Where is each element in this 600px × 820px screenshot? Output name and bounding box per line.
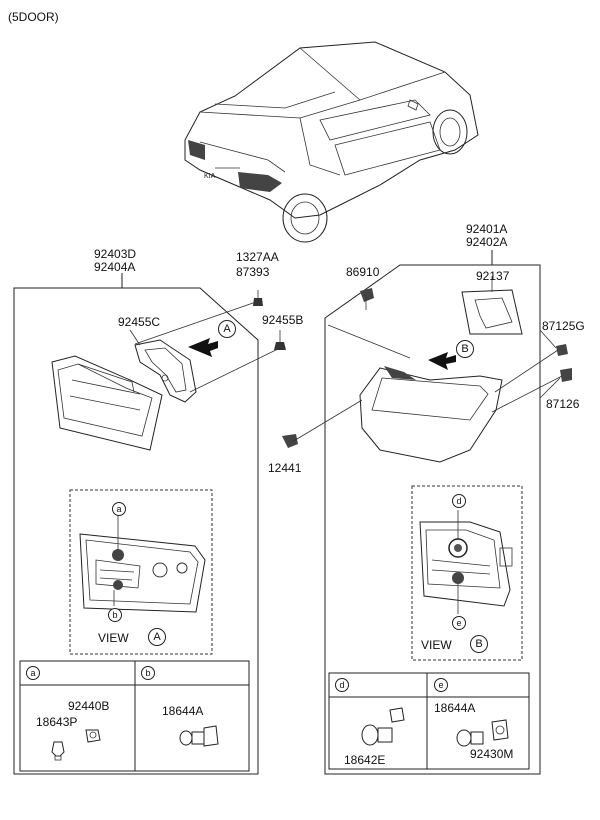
- arrow-b: [428, 352, 456, 370]
- left-screw: [253, 298, 263, 306]
- view-b-arrow-marker: B: [456, 340, 474, 358]
- part-label-18642e: 18642E: [344, 753, 386, 767]
- legend-key-a: a: [26, 666, 40, 680]
- left-part-number-2: 92404A: [94, 260, 136, 274]
- bulb-18642e: [361, 707, 405, 746]
- clip-label-86910: 86910: [346, 265, 380, 279]
- gasket-label-92137: 92137: [476, 269, 510, 283]
- socket-92430m: [491, 719, 509, 741]
- view-a-callout-b: b: [108, 608, 122, 622]
- nut-label-87126: 87126: [546, 397, 580, 411]
- view-a-box: [69, 489, 213, 655]
- nut-87126: [560, 368, 572, 382]
- gasket-label-92455c: 92455C: [118, 315, 161, 329]
- right-legend-table: [328, 672, 530, 770]
- screw-label-1327aa: 1327AA: [236, 250, 279, 264]
- screw-label-87393: 87393: [236, 265, 270, 279]
- view-b-box: [411, 485, 523, 661]
- bulb-18644a-left: [179, 725, 219, 747]
- bolt-12441: [282, 434, 298, 448]
- bulb-18643p: [51, 741, 65, 761]
- part-label-18644a-left: 18644A: [162, 704, 204, 718]
- clip-86910: [360, 288, 374, 302]
- variant-label: (5DOOR): [8, 10, 59, 24]
- left-legend-table: [19, 660, 250, 772]
- left-inner-lamp: [51, 355, 163, 451]
- bulb-18644a-right: [456, 729, 484, 747]
- view-a-drawing: [79, 533, 206, 613]
- right-panel-frame: [324, 250, 541, 775]
- view-b-callout-e: e: [452, 616, 466, 630]
- part-label-92430m: 92430M: [470, 747, 514, 761]
- view-b-ref: B: [470, 635, 488, 653]
- right-tail-lamp: [359, 366, 503, 463]
- view-b-word: VIEW: [421, 638, 452, 652]
- bolt-label-12441: 12441: [268, 461, 302, 475]
- view-a-ref: A: [148, 628, 166, 646]
- nut-label-87125g: 87125G: [542, 319, 585, 333]
- view-a-arrow-marker: A: [218, 320, 236, 338]
- svg-text:KIA: KIA: [204, 173, 216, 180]
- car-illustration: KIA: [184, 41, 479, 243]
- socket-92440b: [85, 729, 101, 743]
- legend-key-d: d: [335, 678, 349, 692]
- view-a-word: VIEW: [98, 631, 129, 645]
- view-a-callout-a: a: [112, 502, 126, 516]
- view-b-callout-d: d: [452, 494, 466, 508]
- part-label-92440b: 92440B: [68, 699, 110, 713]
- legend-key-e: e: [434, 678, 448, 692]
- arrow-a: [188, 338, 218, 357]
- left-nut: [274, 342, 286, 350]
- right-gasket: [461, 289, 523, 335]
- legend-key-b: b: [141, 666, 155, 680]
- right-part-number-2: 92402A: [466, 235, 508, 249]
- left-part-number-1: 92403D: [94, 247, 137, 261]
- nut-label-92455b: 92455B: [262, 313, 304, 327]
- right-part-number-1: 92401A: [466, 222, 508, 236]
- part-label-18644a-right: 18644A: [434, 701, 476, 715]
- left-panel-frame: [13, 273, 259, 775]
- nut-87125g: [556, 344, 568, 356]
- left-gasket: [134, 339, 197, 403]
- part-label-18643p: 18643P: [36, 715, 78, 729]
- view-b-drawing: [419, 521, 513, 607]
